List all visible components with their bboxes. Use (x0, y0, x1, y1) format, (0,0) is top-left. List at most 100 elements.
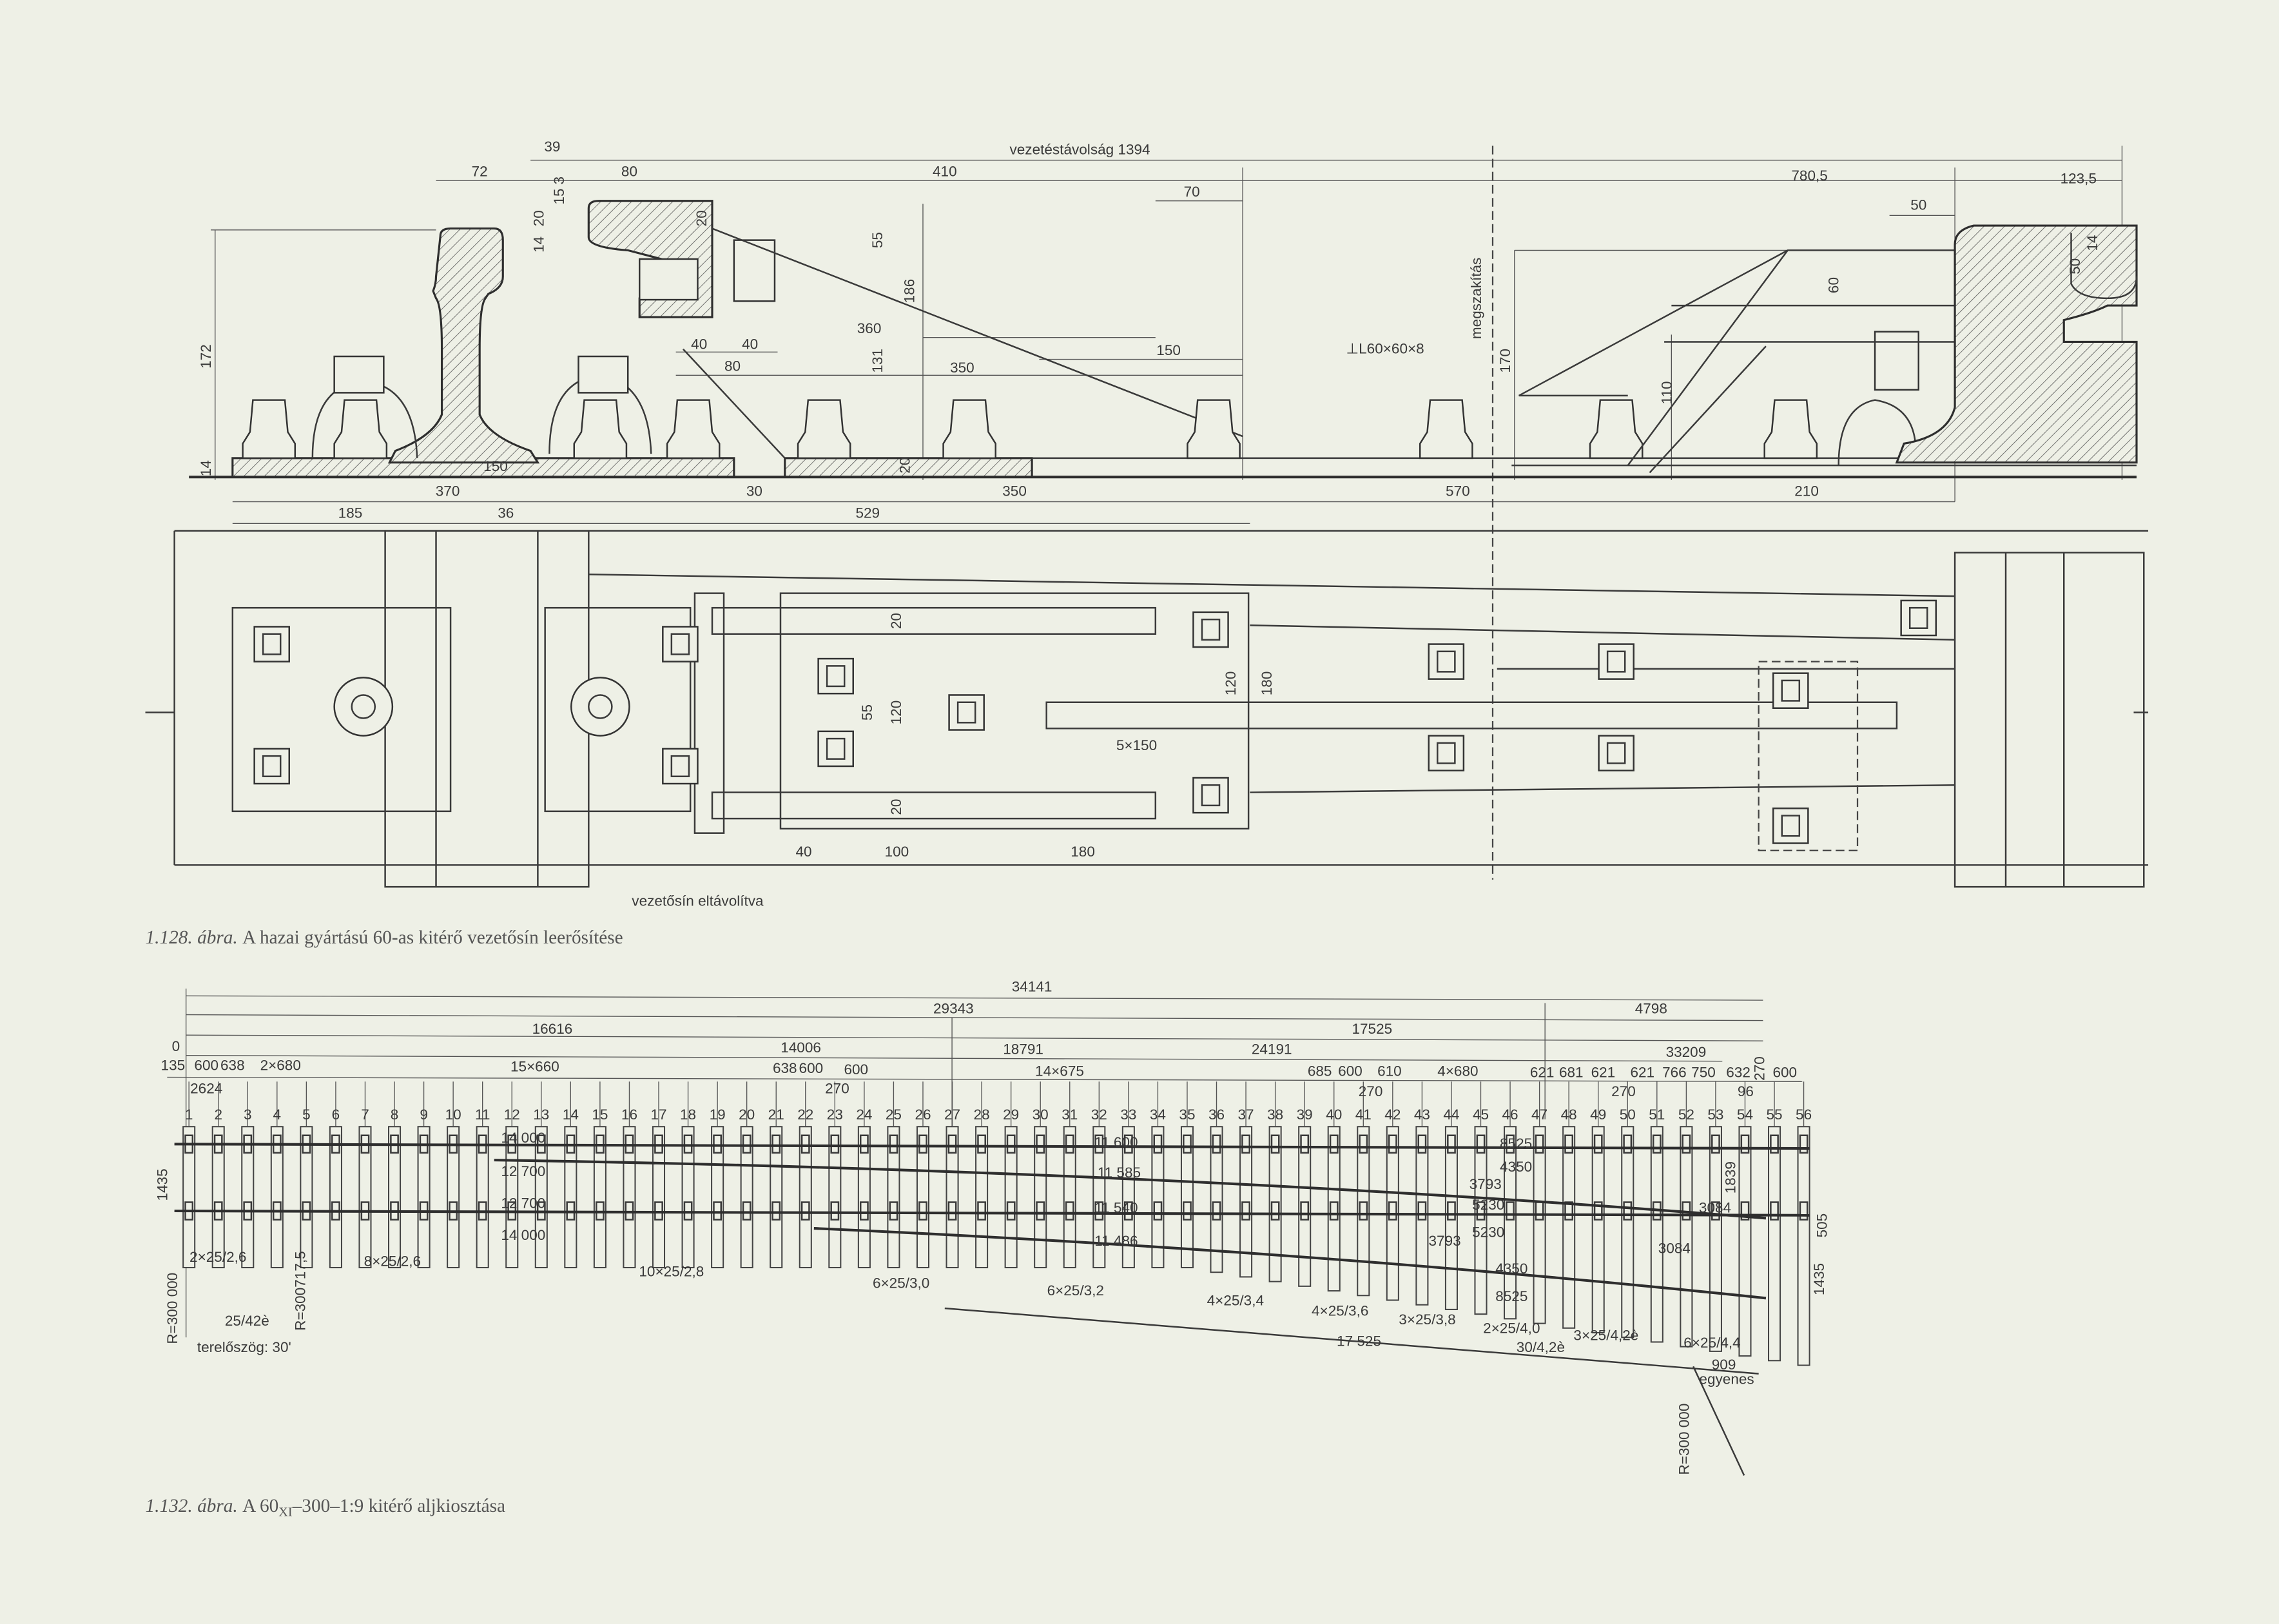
annotation-label: R=300 000 (164, 1273, 180, 1344)
annotation-label: 8×25/2,6 (364, 1253, 421, 1270)
chain-dimension-label: 270 (1611, 1083, 1636, 1099)
bolt-square (817, 730, 854, 768)
dimension-label: 30 (746, 483, 762, 499)
plan-dimension-label: 120 (1223, 672, 1239, 696)
fig128-side-elevation (189, 146, 2138, 880)
dimension-label: 20 (693, 210, 710, 226)
dimension-label: 60 (1826, 277, 1842, 293)
annotation-label: 3084 (1658, 1240, 1691, 1256)
dimension-label: 360 (857, 320, 882, 336)
dimension-label: 20 (530, 210, 547, 226)
sleeper-right (1954, 552, 2145, 888)
sleeper-number: 31 (1062, 1107, 1078, 1123)
sleeper-number: 18 (680, 1107, 696, 1123)
chain-dimension-label: 0 (172, 1038, 180, 1054)
annotation-label: 4350 (1500, 1159, 1532, 1175)
sleeper-number: 7 (361, 1107, 369, 1123)
chain-dimension-label: 621 (1591, 1065, 1616, 1081)
bolt-square (817, 657, 854, 695)
sleeper-number: 27 (944, 1107, 960, 1123)
chain-dimension-label: 270 (1359, 1083, 1383, 1099)
dimension-label: 186 (901, 279, 917, 304)
dimension-label: 36 (498, 505, 514, 521)
sleeper (1767, 1126, 1781, 1362)
nut-plan-mid (570, 677, 630, 737)
annotation-label: 4350 (1495, 1261, 1527, 1277)
sleeper-number: 4 (273, 1107, 282, 1123)
annotation-label: 3793 (1469, 1176, 1502, 1192)
sleeper-number: 39 (1297, 1107, 1313, 1123)
sleeper-number: 36 (1208, 1107, 1225, 1123)
sleeper-number: 15 (592, 1107, 608, 1123)
dimension-label: 14 (198, 460, 214, 476)
guard-plate (779, 592, 1250, 830)
rail-screw (1419, 399, 1473, 459)
annotation-label: 1839 (1723, 1161, 1739, 1194)
sleeper-number: 32 (1091, 1107, 1107, 1123)
sleeper-number: 46 (1502, 1107, 1518, 1123)
bolt-square (1192, 777, 1229, 814)
chain-dimension-label: 34141 (1012, 979, 1052, 995)
dimension-label: 20 (897, 458, 913, 474)
sleeper-number: 22 (797, 1107, 813, 1123)
dimension-label: 55 (869, 232, 886, 248)
sleeper-number: 9 (420, 1107, 428, 1123)
dimension-label: 780,5 (1791, 168, 1827, 184)
nut-middle (577, 355, 629, 394)
bolt-head (639, 258, 699, 301)
bolt-square (1772, 807, 1809, 844)
sleeper-number: 35 (1179, 1107, 1195, 1123)
sleeper-number: 8 (391, 1107, 399, 1123)
annotation-label: 6×25/3,2 (1047, 1282, 1104, 1299)
dimension-label: 80 (724, 358, 741, 374)
annotation-label: 3×25/4,2è (1573, 1328, 1638, 1344)
chain-dimension-label: 600 (844, 1061, 868, 1078)
annotation-label: egyenes (1699, 1371, 1754, 1387)
sleeper-number: 24 (856, 1107, 872, 1123)
sleeper-number: 25 (886, 1107, 902, 1123)
dimension-label: vezetéstávolság 1394 (1009, 142, 1150, 158)
sleeper-number: 49 (1590, 1107, 1606, 1123)
annotation-label: 12 700 (501, 1163, 545, 1179)
sleeper (1738, 1126, 1752, 1357)
guide-rail-plan (1045, 701, 1898, 730)
dimension-label: 40 (742, 336, 758, 353)
annotation-label: 3×25/3,8 (1399, 1311, 1455, 1328)
sleeper (1621, 1126, 1634, 1339)
annotation-label: 2×25/4,0 (1483, 1320, 1540, 1336)
sleeper-number: 48 (1561, 1107, 1577, 1123)
plan-dimension-label: 55 (859, 704, 875, 720)
plan-dimension-label: 5×150 (1116, 737, 1157, 753)
annotation-label: 909 (1712, 1357, 1736, 1373)
chain-dimension-label: 4798 (1635, 1000, 1667, 1016)
annotation-label: 4×25/3,6 (1312, 1302, 1368, 1319)
bolt-square (1772, 672, 1809, 710)
bolt-nut (733, 239, 776, 302)
sleeper-number: 16 (621, 1107, 637, 1123)
dimension-label: megszakítás (1468, 258, 1484, 340)
fig128-caption: 1.128. ábra. A hazai gyártású 60-as kité… (146, 927, 623, 948)
tie-plate-mid (544, 606, 692, 813)
chain-dimension-label: 15×660 (510, 1059, 559, 1075)
dimension-label: 50 (2067, 258, 2083, 275)
sleeper-number: 38 (1267, 1107, 1283, 1123)
sleeper-number: 30 (1033, 1107, 1049, 1123)
annotation-label: 12 700 (501, 1195, 545, 1212)
dimension-label: 40 (691, 336, 707, 353)
chain-dimension-label: 610 (1377, 1063, 1402, 1079)
annotation-label: 14 000 (501, 1227, 545, 1243)
dimension-label: 72 (472, 163, 488, 179)
dimension-label: 350 (950, 360, 975, 376)
chain-dimension-label: 600 (194, 1057, 218, 1073)
annotation-label: 6×25/3,0 (873, 1275, 929, 1291)
caption-prefix: A 60 (242, 1496, 278, 1516)
sleeper (1797, 1126, 1810, 1366)
annotation-label: 11 585 (1098, 1165, 1141, 1181)
annotation-label: R=300 000 (1676, 1404, 1692, 1475)
bolt-square (1192, 611, 1229, 648)
sleeper-number: 37 (1238, 1107, 1254, 1123)
chain-dimension-label: 24191 (1252, 1041, 1292, 1057)
chain-dimension-label: 600 (1772, 1065, 1797, 1081)
dimension-label: 110 (1658, 381, 1674, 404)
chain-dimension-label: 17525 (1352, 1021, 1392, 1037)
